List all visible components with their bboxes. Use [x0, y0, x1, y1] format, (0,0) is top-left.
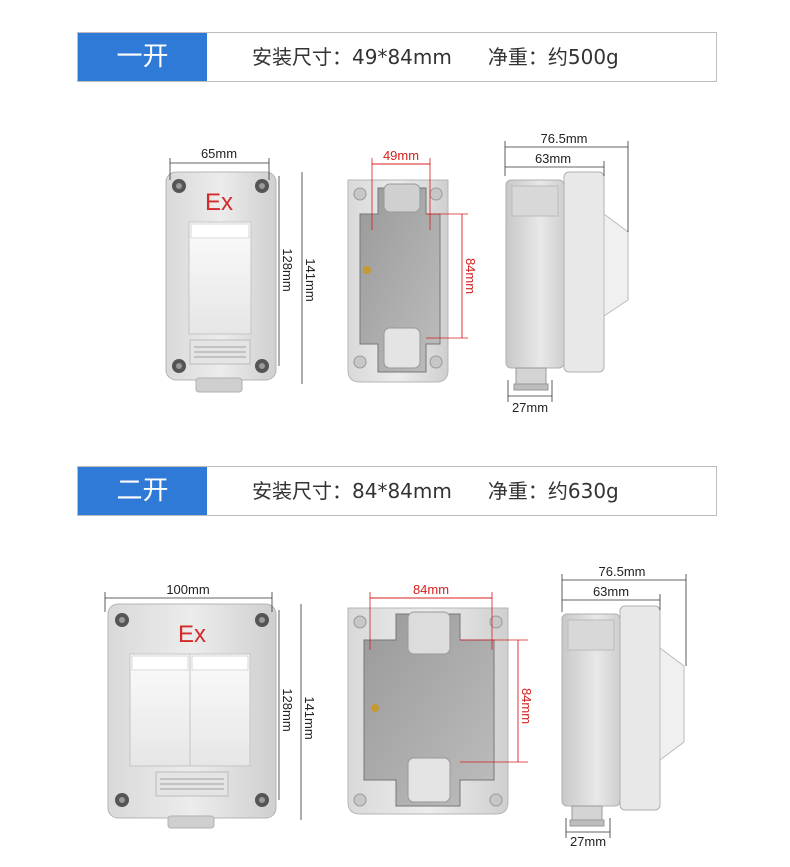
size-value: 49*84mm — [352, 45, 452, 69]
screw-icon — [172, 359, 186, 373]
screw-icon — [255, 613, 269, 627]
height-outer-label: 141mm — [302, 696, 317, 739]
front-view-single: Ex — [165, 171, 277, 393]
back-view-double — [347, 607, 509, 815]
hole-width-label: 49mm — [383, 148, 419, 163]
cable-entry — [407, 757, 451, 803]
size-label: 安装尺寸： — [252, 45, 352, 69]
back-view-single — [347, 179, 449, 383]
ground-screw-icon — [371, 704, 379, 712]
ex-logo: Ex — [178, 621, 206, 648]
size-label: 安装尺寸： — [252, 479, 352, 503]
section-1-header: 一开 安装尺寸：49*84mm 净重：约500g — [77, 32, 717, 82]
section-1-spec: 安装尺寸：49*84mm 净重：约500g — [252, 33, 619, 81]
hole-height-label: 84mm — [519, 688, 534, 724]
rocker-switch-right — [189, 653, 251, 767]
weight-value: 约500g — [547, 45, 619, 69]
weight-label: 净重： — [487, 479, 548, 503]
screw-icon — [255, 179, 269, 193]
ex-logo: Ex — [205, 189, 233, 216]
depth-total-label: 76.5mm — [541, 131, 588, 146]
height-inner-label: 128mm — [280, 248, 295, 291]
hole-height-label: 84mm — [463, 258, 478, 294]
width-label: 65mm — [201, 146, 237, 161]
depth-body-label: 63mm — [593, 584, 629, 599]
size-value: 84*84mm — [352, 479, 452, 503]
ground-screw-icon — [363, 266, 371, 274]
cable-entry — [407, 611, 451, 655]
cable-entry — [383, 327, 421, 369]
screw-icon — [255, 793, 269, 807]
side-view-single — [505, 171, 629, 391]
weight-value: 约630g — [547, 479, 619, 503]
section-2-tag: 二开 — [78, 467, 207, 515]
height-outer-label: 141mm — [303, 258, 318, 301]
side-view-double — [561, 605, 685, 827]
screw-icon — [115, 613, 129, 627]
width-label: 100mm — [166, 582, 209, 597]
screw-icon — [172, 179, 186, 193]
rocker-switch-left — [129, 653, 191, 767]
depth-total-label: 76.5mm — [599, 564, 646, 579]
rocker-switch — [188, 221, 252, 335]
screw-icon — [255, 359, 269, 373]
hole-width-label: 84mm — [413, 582, 449, 597]
section-2-header: 二开 安装尺寸：84*84mm 净重：约630g — [77, 466, 717, 516]
section-2-spec: 安装尺寸：84*84mm 净重：约630g — [252, 467, 619, 515]
height-inner-label: 128mm — [280, 688, 295, 731]
gland-label: 27mm — [570, 834, 606, 849]
weight-label: 净重： — [487, 45, 548, 69]
cable-entry — [383, 183, 421, 213]
screw-icon — [115, 793, 129, 807]
section-1-tag: 一开 — [78, 33, 207, 81]
gland-label: 27mm — [512, 400, 548, 415]
depth-body-label: 63mm — [535, 151, 571, 166]
front-view-double: Ex — [107, 603, 277, 829]
